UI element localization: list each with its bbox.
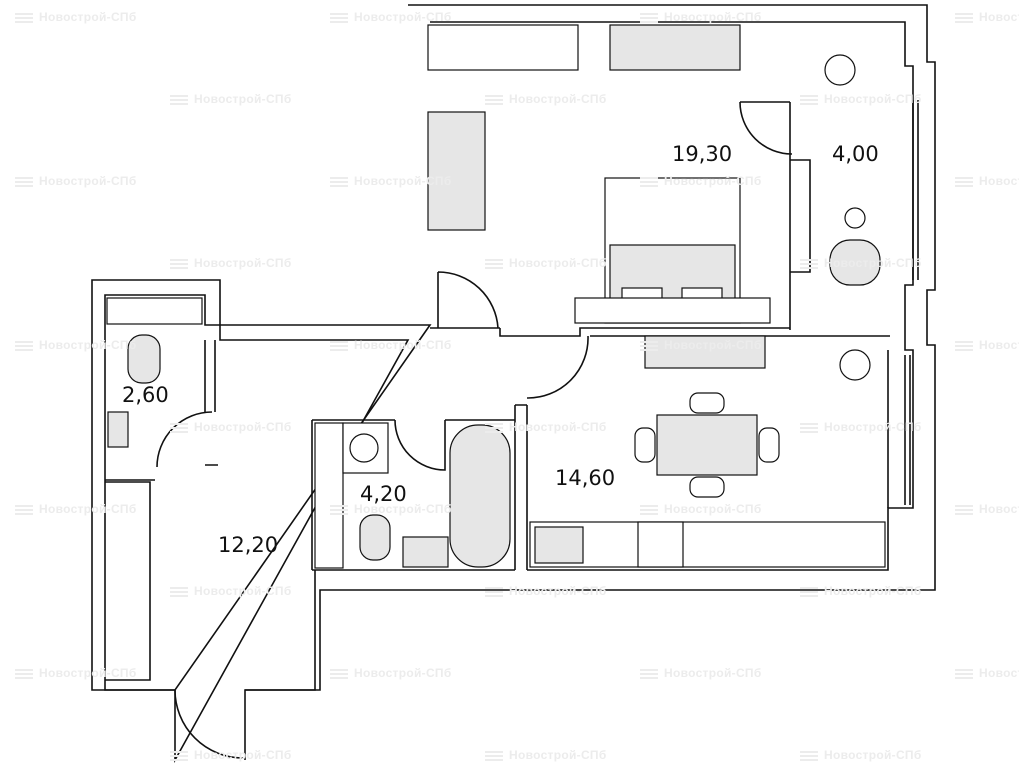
washing-drum (349, 433, 379, 463)
plant (824, 54, 856, 86)
watermark: Новострой-СПб (800, 420, 922, 434)
wardrobe (105, 481, 151, 681)
room-area-toilet: 2,60 (122, 383, 169, 407)
inner-wall (104, 21, 914, 691)
tv-stand (609, 24, 741, 71)
plant (839, 349, 871, 381)
room-area-bedroom: 19,30 (672, 142, 733, 166)
sofa (427, 111, 486, 231)
room-area-loggia: 4,00 (832, 142, 879, 166)
chair (634, 427, 656, 463)
watermark: Новострой-СПб (170, 92, 292, 106)
watermark: Новострой-СПб (800, 748, 922, 762)
room-area-kitchen: 14,60 (555, 466, 616, 490)
watermark: Новострой-СПб (955, 174, 1019, 188)
watermark: Новострой-СПб (330, 502, 452, 516)
kitchen-wall (514, 350, 889, 570)
dining-table (656, 414, 758, 476)
watermark: Новострой-СПб (15, 502, 137, 516)
watermark: Новострой-СПб (640, 174, 762, 188)
watermark: Новострой-СПб (640, 666, 762, 680)
door-kitchen (526, 335, 589, 399)
watermark: Новострой-СПб (485, 748, 607, 762)
watermark: Новострой-СПб (485, 256, 607, 270)
watermark: Новострой-СПб (330, 666, 452, 680)
watermark: Новострой-СПб (955, 502, 1019, 516)
watermark: Новострой-СПб (485, 420, 607, 434)
washbasin (107, 411, 129, 448)
room-area-hallway: 12,20 (218, 533, 279, 557)
wardrobe-bedroom (427, 24, 579, 71)
loggia-wall (740, 101, 811, 330)
chair (758, 427, 780, 463)
watermark: Новострой-СПб (330, 338, 452, 352)
watermark: Новострой-СПб (800, 256, 922, 270)
sink (402, 536, 449, 568)
chair (689, 392, 725, 414)
watermark: Новострой-СПб (640, 10, 762, 24)
door-loggia (739, 101, 793, 155)
loggia-table (844, 207, 866, 229)
watermark: Новострой-СПб (330, 10, 452, 24)
watermark: Новострой-СПб (170, 584, 292, 598)
watermark: Новострой-СПб (485, 584, 607, 598)
watermark: Новострой-СПб (170, 256, 292, 270)
watermark: Новострой-СПб (640, 502, 762, 516)
sink (534, 526, 584, 564)
watermark: Новострой-СПб (955, 666, 1019, 680)
watermark: Новострой-СПб (170, 748, 292, 762)
watermark: Новострой-СПб (640, 338, 762, 352)
watermark: Новострой-СПб (800, 92, 922, 106)
stove (637, 521, 684, 568)
watermark: Новострой-СПб (170, 420, 292, 434)
toilet (359, 514, 391, 561)
watermark: Новострой-СПб (955, 338, 1019, 352)
room-area-bathroom: 4,20 (360, 482, 407, 506)
toilet-sink-unit (106, 297, 203, 325)
watermark: Новострой-СПб (330, 174, 452, 188)
watermark: Новострой-СПб (485, 92, 607, 106)
watermark: Новострой-СПб (15, 338, 137, 352)
kitchen-counter (529, 521, 886, 568)
window-loggia (912, 100, 919, 280)
watermark: Новострой-СПб (15, 10, 137, 24)
bath-shelf (314, 422, 344, 569)
door-bathroom (394, 419, 446, 471)
bedroom-wall (430, 327, 890, 337)
watermark: Новострой-СПб (15, 174, 137, 188)
bathroom-wall (311, 419, 515, 571)
watermark: Новострой-СПб (800, 584, 922, 598)
outer-wall (91, 4, 936, 764)
watermark: Новострой-СПб (955, 10, 1019, 24)
nightstands (574, 297, 771, 324)
toilet-wall (105, 340, 218, 481)
bathtub (449, 424, 511, 568)
watermark: Новострой-СПб (15, 666, 137, 680)
door-bedroom (437, 271, 499, 329)
chair (689, 476, 725, 498)
